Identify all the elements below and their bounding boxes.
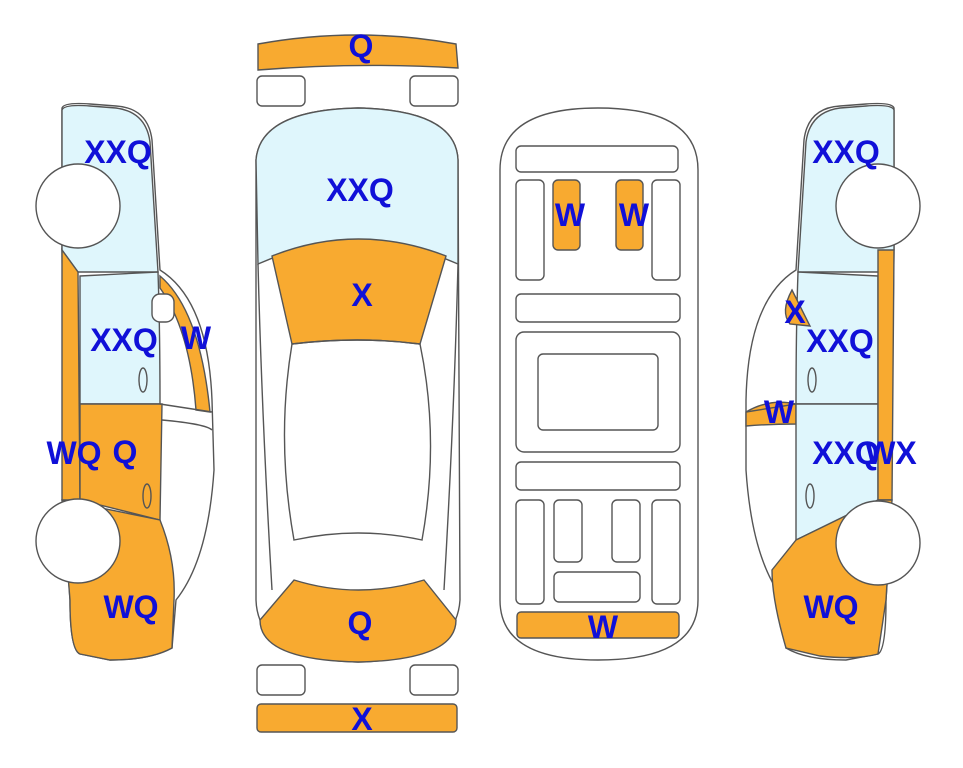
- right-rear-door-edge-label: WX: [865, 435, 917, 471]
- underbody-rear-left-seat: [553, 499, 583, 563]
- underbody-front-bar: [515, 145, 679, 173]
- left-door-line: [159, 403, 213, 413]
- right-front-door-glass-label: XXQ: [806, 323, 874, 359]
- left-front-door-glass-label: XXQ: [90, 322, 158, 358]
- right-side-view: XXQ X XXQ W XXQ WX WQ: [745, 102, 921, 661]
- underbody-rear-right-rail: [651, 499, 681, 605]
- rear-left-light: [256, 664, 306, 696]
- right-pillar-label: X: [784, 294, 806, 330]
- left-rear-door-label: Q: [113, 434, 138, 470]
- underbody-rear-bar: [515, 461, 681, 491]
- left-door-handle-2: [142, 483, 152, 509]
- right-door-line: [745, 403, 797, 413]
- left-side-view: XXQ XXQ W WQ Q WQ: [35, 102, 215, 661]
- underbody-right-seat-label: W: [619, 197, 650, 233]
- right-pillar[interactable]: [784, 288, 812, 327]
- front-bumper-label: Q: [349, 28, 374, 64]
- underbody-rear-cross: [553, 571, 641, 603]
- right-front-window-label: XXQ: [812, 134, 880, 170]
- windshield-label: XXQ: [326, 172, 394, 208]
- left-front-window-label: XXQ: [84, 134, 152, 170]
- underbody-left-seat[interactable]: [552, 179, 581, 251]
- underbody-rear-panel-label: W: [588, 609, 619, 645]
- left-sill-label: WQ: [46, 435, 101, 471]
- underbody-right-rail: [651, 179, 681, 281]
- top-roof: [283, 339, 432, 541]
- right-rear-wheel: [835, 500, 921, 586]
- left-door-handle: [138, 367, 148, 393]
- right-mirror-label: W: [764, 394, 795, 430]
- left-rear-wheel: [35, 498, 121, 584]
- front-left-light: [256, 75, 306, 107]
- left-rear-quarter-label: WQ: [103, 589, 158, 625]
- right-door-handle-2: [805, 483, 815, 509]
- hood-label: X: [351, 277, 373, 313]
- top-right-edge: [443, 263, 459, 591]
- underbody-center-panel: [537, 353, 659, 431]
- front-right-light: [409, 75, 459, 107]
- front-bumper[interactable]: [257, 34, 459, 71]
- right-rear-door-label: XXQ: [812, 435, 880, 471]
- underbody-rear-left-rail: [515, 499, 545, 605]
- underbody-mid-bar: [515, 293, 681, 323]
- trunk-label: Q: [348, 605, 373, 641]
- left-door-line-2: [161, 419, 213, 431]
- left-front-wheel: [35, 163, 121, 249]
- trunk[interactable]: [259, 579, 457, 663]
- rear-right-light: [409, 664, 459, 696]
- underbody-left-seat-label: W: [555, 197, 586, 233]
- right-front-wheel: [835, 163, 921, 249]
- left-mirror-label: W: [181, 320, 212, 356]
- right-rear-quarter-label: WQ: [803, 589, 858, 625]
- left-mirror-glass: [151, 293, 175, 323]
- underbody-view: W W W: [499, 107, 699, 661]
- underbody-rear-panel[interactable]: [516, 611, 680, 639]
- right-door-handle: [807, 367, 817, 393]
- top-left-edge: [257, 263, 273, 591]
- underbody-right-seat[interactable]: [615, 179, 644, 251]
- underbody-rear-right-seat: [611, 499, 641, 563]
- underbody-left-rail: [515, 179, 545, 281]
- top-view: Q XXQ X Q X: [255, 28, 461, 737]
- rear-bumper-label: X: [351, 701, 373, 737]
- rear-bumper[interactable]: [256, 703, 458, 733]
